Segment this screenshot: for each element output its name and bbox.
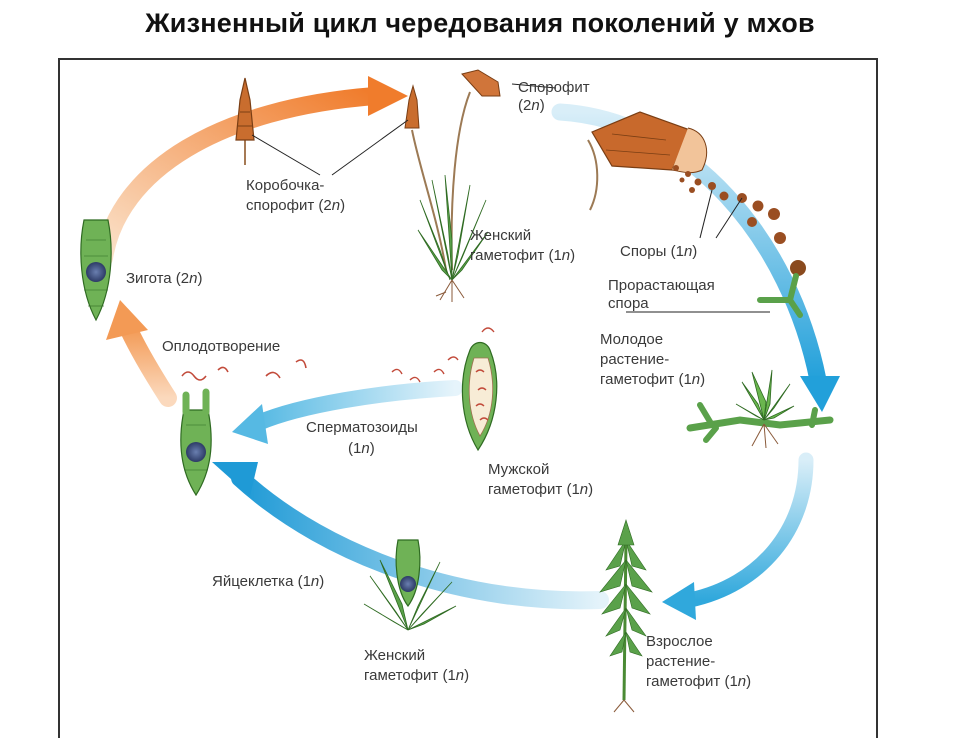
arrow-head-adult bbox=[662, 582, 696, 620]
label-spores: Споры (1n) bbox=[620, 243, 697, 260]
arrow-young-to-adult bbox=[682, 452, 814, 608]
arrow-head-mid bbox=[232, 404, 268, 444]
male-gametophyte-illustration bbox=[391, 327, 498, 452]
label-sporophyte-line2: (2n) bbox=[518, 97, 545, 114]
label-sporophyte-line1: Спорофит bbox=[518, 79, 590, 96]
fertilization-illustration bbox=[180, 359, 307, 497]
label-female-top-line2: гаметофит (1n) bbox=[470, 247, 575, 264]
arrow-head-left bbox=[106, 300, 148, 340]
label-fertilization: Оплодотворение bbox=[162, 338, 280, 355]
label-germinating-line2: спора bbox=[608, 295, 649, 312]
label-female-bottom-line2: гаметофит (1n) bbox=[364, 667, 469, 684]
label-zygote: Зигота (2n) bbox=[126, 270, 203, 287]
open-capsule-illustration bbox=[587, 111, 707, 211]
adult-gametophyte-illustration bbox=[599, 519, 653, 713]
young-gametophyte-illustration bbox=[686, 369, 834, 449]
label-male-line2: гаметофит (1n) bbox=[488, 481, 593, 498]
label-adult-line3: гаметофит (1n) bbox=[646, 673, 751, 690]
label-young-line2: растение- bbox=[600, 351, 669, 368]
label-germinating-line1: Прорастающая bbox=[608, 277, 715, 294]
label-capsule-line1: Коробочка- bbox=[246, 177, 324, 194]
arrow-sperm-to-fertilization bbox=[250, 380, 463, 431]
diagram-frame bbox=[58, 58, 878, 738]
label-young-line1: Молодое bbox=[600, 331, 663, 348]
germinating-spore-illustration bbox=[757, 260, 806, 318]
connector-lines bbox=[251, 83, 770, 313]
life-cycle-diagram: Спорофит (2n) Коробочка- спорофит (2n) Ж… bbox=[80, 69, 840, 713]
female-gametophyte-bottom-illustration bbox=[363, 539, 457, 631]
zygote-illustration bbox=[80, 219, 112, 322]
label-male-line1: Мужской bbox=[488, 461, 549, 478]
label-female-bottom-line1: Женский bbox=[364, 647, 425, 664]
female-gametophyte-top-illustration bbox=[404, 69, 501, 302]
label-capsule-line2: спорофит (2n) bbox=[246, 197, 345, 214]
page-title: Жизненный цикл чередования поколений у м… bbox=[145, 8, 815, 38]
label-sperm-line1: Сперматозоиды bbox=[306, 419, 418, 436]
spores-illustration bbox=[673, 165, 786, 244]
label-sperm-line2: (1n) bbox=[348, 440, 375, 457]
label-female-top-line1: Женский bbox=[470, 227, 531, 244]
arrow-zygote-to-capsule bbox=[95, 87, 384, 267]
label-adult-line1: Взрослое bbox=[646, 633, 713, 650]
label-young-line3: гаметофит (1n) bbox=[600, 371, 705, 388]
labels: Спорофит (2n) Коробочка- спорофит (2n) Ж… bbox=[126, 79, 751, 690]
label-adult-line2: растение- bbox=[646, 653, 715, 670]
arrow-head-bottom bbox=[212, 462, 258, 496]
label-egg: Яйцеклетка (1n) bbox=[212, 573, 324, 590]
arrow-head-top bbox=[368, 76, 408, 116]
arrow-head-right bbox=[800, 376, 840, 412]
capsule-sporophyte-illustration bbox=[235, 77, 255, 165]
